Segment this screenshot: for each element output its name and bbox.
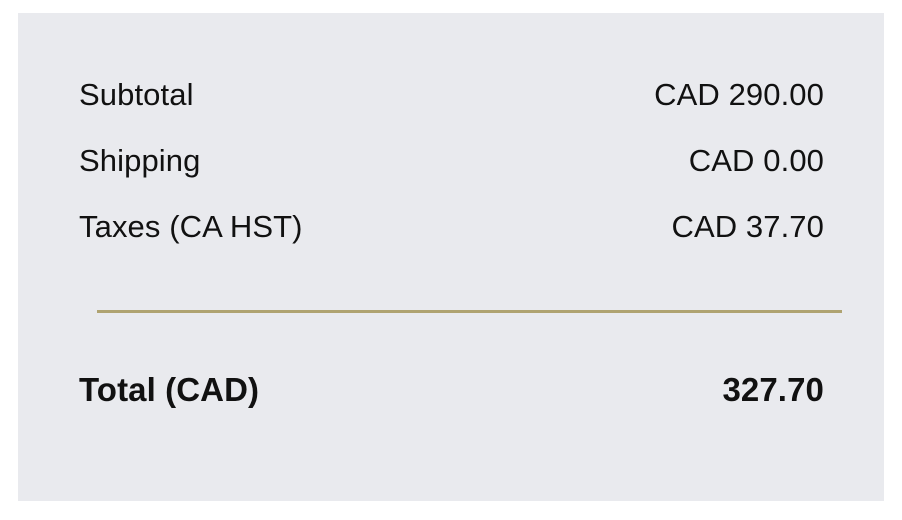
subtotal-value: CAD 290.00 xyxy=(654,77,824,112)
summary-line-items: Subtotal CAD 290.00 Shipping CAD 0.00 Ta… xyxy=(79,77,824,275)
subtotal-label: Subtotal xyxy=(79,77,194,112)
summary-row-total: Total (CAD) 327.70 xyxy=(79,371,824,409)
summary-row-subtotal: Subtotal CAD 290.00 xyxy=(79,77,824,143)
summary-row-shipping: Shipping CAD 0.00 xyxy=(79,143,824,209)
taxes-label: Taxes (CA HST) xyxy=(79,209,303,244)
summary-row-taxes: Taxes (CA HST) CAD 37.70 xyxy=(79,209,824,275)
order-summary-panel: Subtotal CAD 290.00 Shipping CAD 0.00 Ta… xyxy=(18,13,884,501)
total-value: 327.70 xyxy=(722,371,824,408)
taxes-value: CAD 37.70 xyxy=(671,209,824,244)
shipping-value: CAD 0.00 xyxy=(688,143,824,178)
total-label: Total (CAD) xyxy=(79,371,260,408)
summary-divider xyxy=(97,310,842,313)
shipping-label: Shipping xyxy=(79,143,201,178)
